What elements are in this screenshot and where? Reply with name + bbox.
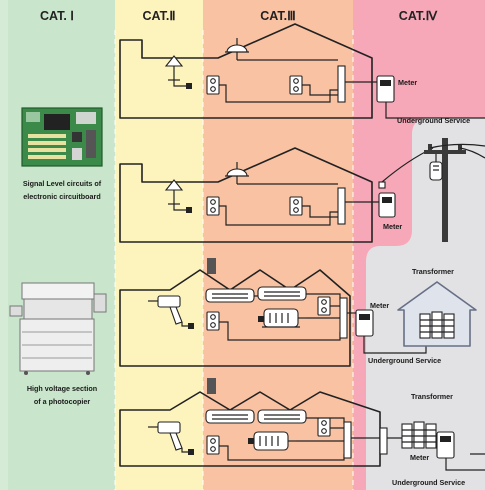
wall-outlet-icon <box>206 311 220 331</box>
wall-outlet-icon <box>317 296 331 316</box>
photocopier-caption-line1: High voltage section <box>27 384 97 393</box>
ceiling-lamp-icon <box>225 162 338 185</box>
wall-outlet-icon <box>206 75 220 95</box>
distribution-panel-icon <box>339 297 348 339</box>
cat1-header: CAT. Ⅰ <box>40 9 74 23</box>
cat1-band <box>0 0 115 490</box>
wall-outlet-icon <box>317 417 331 437</box>
row1-underground-label: Underground Service <box>397 116 470 125</box>
row4-underground-label: Underground Service <box>392 478 465 487</box>
circuit-board-icon <box>21 107 103 167</box>
row2-house <box>119 147 373 243</box>
row1-house <box>119 23 373 119</box>
row4-meter-label: Meter <box>410 453 429 462</box>
wall-outlet-icon <box>206 196 220 216</box>
cat2-band <box>115 0 203 490</box>
utility-pole-icon <box>424 138 485 242</box>
row4-circuit-wiring <box>219 417 345 461</box>
electric-drill-icon <box>148 421 194 455</box>
meter-icon <box>355 309 374 337</box>
row4-transformer-label: Transformer <box>411 392 453 401</box>
transformer-icon <box>429 154 443 181</box>
table-lamp-icon <box>164 179 192 213</box>
row1-meter-label: Meter <box>398 78 417 87</box>
cat3-header: CAT.Ⅲ <box>260 9 295 23</box>
meter-icon <box>436 431 455 459</box>
row2-meter-label: Meter <box>383 222 402 231</box>
ceiling-lamp-icon <box>225 38 338 61</box>
transformer-icon <box>419 311 455 339</box>
band-lip-left <box>0 0 8 490</box>
cat4-header: CAT.Ⅳ <box>399 9 439 23</box>
row4-service-line <box>445 453 485 471</box>
row3-transformer-label: Transformer <box>412 267 454 276</box>
row1-service-line <box>385 102 485 119</box>
transformer-icon <box>401 421 437 449</box>
air-conditioner-icon <box>257 286 307 301</box>
air-conditioner-icon <box>205 409 255 424</box>
distribution-panel-icon <box>337 65 346 103</box>
air-conditioner-icon <box>257 409 307 424</box>
meter-icon <box>376 75 395 103</box>
distribution-panel-icon <box>337 187 346 225</box>
motor-icon <box>258 308 306 328</box>
wall-outlet-icon <box>206 435 220 455</box>
cat2-header: CAT.Ⅱ <box>142 9 175 23</box>
circuitboard-caption-line1: Signal Level circuits of <box>23 179 102 188</box>
row3-underground-label: Underground Service <box>368 356 441 365</box>
meter-icon <box>378 192 396 218</box>
wall-outlet-icon <box>289 75 303 95</box>
distribution-panel-icon <box>343 421 352 459</box>
electric-drill-icon <box>148 295 194 329</box>
row3-circuit-wiring <box>219 293 341 341</box>
row3-meter-label: Meter <box>370 301 389 310</box>
photocopier-icon <box>9 282 107 375</box>
motor-icon <box>248 431 296 451</box>
circuitboard-caption-line2: electronic circuitboard <box>23 192 101 201</box>
air-conditioner-icon <box>205 288 255 303</box>
wall-outlet-icon <box>289 196 303 216</box>
busway-coupler <box>379 427 388 455</box>
photocopier-caption-line2: of a photocopier <box>34 397 91 406</box>
row2-circuit-wiring <box>219 205 338 226</box>
row1-circuit-wiring <box>219 84 338 103</box>
service-head <box>378 181 386 189</box>
table-lamp-icon <box>164 55 192 89</box>
